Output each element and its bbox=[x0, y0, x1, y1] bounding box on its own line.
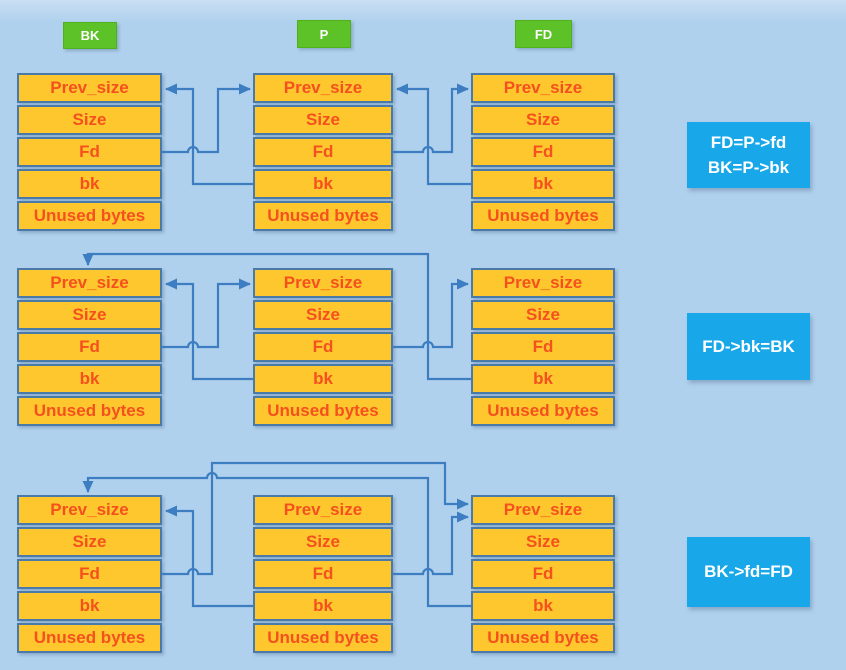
note-step1-line2: BK=P->bk bbox=[707, 157, 790, 177]
field-size: Size bbox=[17, 300, 162, 330]
field-size: Size bbox=[471, 105, 615, 135]
chunk-p-row3: Prev_size Size Fd bk Unused bytes bbox=[253, 495, 393, 653]
chunk-fd-row2: Prev_size Size Fd bk Unused bytes bbox=[471, 268, 615, 426]
arrow-row1-p-bk-to-bk bbox=[165, 83, 253, 186]
field-bk: bk bbox=[253, 591, 393, 621]
field-prev-size: Prev_size bbox=[471, 268, 615, 298]
field-prev-size: Prev_size bbox=[17, 495, 162, 525]
field-prev-size: Prev_size bbox=[253, 268, 393, 298]
chunk-bk-row1: Prev_size Size Fd bk Unused bytes bbox=[17, 73, 162, 231]
field-prev-size: Prev_size bbox=[471, 73, 615, 103]
field-unused-bytes: Unused bytes bbox=[471, 201, 615, 231]
note-step3-line1: BK->fd=FD bbox=[704, 562, 793, 581]
field-fd: Fd bbox=[253, 559, 393, 589]
field-fd: Fd bbox=[471, 332, 615, 362]
note-step1: FD=P->fd BK=P->bk bbox=[687, 122, 810, 188]
field-unused-bytes: Unused bytes bbox=[253, 623, 393, 653]
note-step2-line1: FD->bk=BK bbox=[702, 336, 795, 356]
field-size: Size bbox=[471, 300, 615, 330]
field-fd: Fd bbox=[17, 559, 162, 589]
field-bk: bk bbox=[253, 169, 393, 199]
arrow-row3-p-bk-to-bk bbox=[165, 505, 253, 608]
field-size: Size bbox=[253, 527, 393, 557]
field-unused-bytes: Unused bytes bbox=[17, 623, 162, 653]
field-bk: bk bbox=[471, 591, 615, 621]
arrow-row2-p-fd-to-fd bbox=[393, 278, 469, 349]
arrow-row2-bk-fd-to-p bbox=[162, 278, 251, 349]
field-size: Size bbox=[253, 105, 393, 135]
arrow-row2-p-bk-to-bk bbox=[165, 278, 253, 381]
note-step3: BK->fd=FD bbox=[687, 537, 810, 607]
note-step2: FD->bk=BK bbox=[687, 313, 810, 380]
field-size: Size bbox=[471, 527, 615, 557]
field-size: Size bbox=[17, 527, 162, 557]
field-prev-size: Prev_size bbox=[253, 73, 393, 103]
field-bk: bk bbox=[253, 364, 393, 394]
field-fd: Fd bbox=[253, 137, 393, 167]
arrow-row1-bk-fd-to-p bbox=[162, 83, 251, 154]
chunk-p-row1: Prev_size Size Fd bk Unused bytes bbox=[253, 73, 393, 231]
field-fd: Fd bbox=[17, 137, 162, 167]
arrow-row3-p-fd-to-fd bbox=[393, 511, 469, 576]
field-unused-bytes: Unused bytes bbox=[471, 396, 615, 426]
field-prev-size: Prev_size bbox=[17, 268, 162, 298]
field-unused-bytes: Unused bytes bbox=[17, 396, 162, 426]
arrow-row1-fd-bk-to-p bbox=[396, 83, 471, 186]
field-bk: bk bbox=[17, 364, 162, 394]
label-bk: BK bbox=[63, 22, 117, 49]
field-size: Size bbox=[17, 105, 162, 135]
field-bk: bk bbox=[17, 169, 162, 199]
field-unused-bytes: Unused bytes bbox=[17, 201, 162, 231]
chunk-bk-row3: Prev_size Size Fd bk Unused bytes bbox=[17, 495, 162, 653]
chunk-p-row2: Prev_size Size Fd bk Unused bytes bbox=[253, 268, 393, 426]
label-p: P bbox=[297, 20, 351, 48]
field-bk: bk bbox=[17, 591, 162, 621]
label-fd: FD bbox=[515, 20, 572, 48]
field-prev-size: Prev_size bbox=[253, 495, 393, 525]
field-bk: bk bbox=[471, 169, 615, 199]
field-unused-bytes: Unused bytes bbox=[471, 623, 615, 653]
arrow-row1-p-fd-to-fd bbox=[393, 83, 469, 154]
field-bk: bk bbox=[471, 364, 615, 394]
field-prev-size: Prev_size bbox=[17, 73, 162, 103]
chunk-fd-row3: Prev_size Size Fd bk Unused bytes bbox=[471, 495, 615, 653]
field-fd: Fd bbox=[17, 332, 162, 362]
chunk-fd-row1: Prev_size Size Fd bk Unused bytes bbox=[471, 73, 615, 231]
field-fd: Fd bbox=[471, 559, 615, 589]
field-fd: Fd bbox=[253, 332, 393, 362]
field-fd: Fd bbox=[471, 137, 615, 167]
chunk-bk-row2: Prev_size Size Fd bk Unused bytes bbox=[17, 268, 162, 426]
field-unused-bytes: Unused bytes bbox=[253, 201, 393, 231]
field-size: Size bbox=[253, 300, 393, 330]
field-prev-size: Prev_size bbox=[471, 495, 615, 525]
field-unused-bytes: Unused bytes bbox=[253, 396, 393, 426]
note-step1-line1: FD=P->fd bbox=[710, 132, 787, 152]
